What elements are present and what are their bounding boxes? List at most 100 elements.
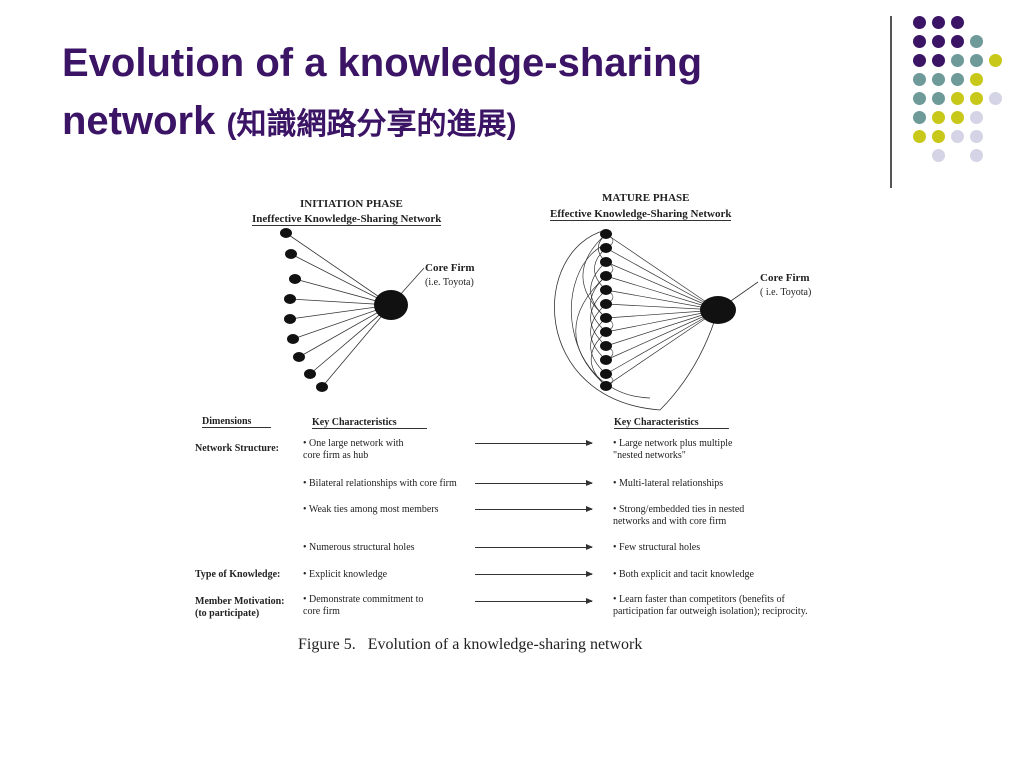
right-nested-arc bbox=[575, 275, 607, 387]
row-dimension: Member Motivation: (to participate) bbox=[195, 596, 285, 619]
right-tie bbox=[605, 233, 719, 311]
right-member-node bbox=[600, 313, 612, 323]
title-zh: (知識網路分享的進展) bbox=[226, 108, 517, 141]
right-member-node bbox=[600, 299, 612, 309]
right-nested-arc bbox=[590, 289, 607, 347]
row-arrow bbox=[475, 544, 593, 550]
right-tie bbox=[605, 309, 719, 387]
left-member-node bbox=[287, 334, 299, 344]
decor-dot bbox=[970, 54, 983, 67]
right-tie bbox=[605, 309, 719, 375]
row-right-text: • Strong/embedded ties in nested network… bbox=[613, 504, 745, 527]
decor-dot bbox=[970, 149, 983, 162]
row-left-text: • Bilateral relationships with core firm bbox=[303, 478, 457, 489]
right-member-node bbox=[600, 355, 612, 365]
decor-dot bbox=[913, 130, 926, 143]
decor-dot bbox=[970, 92, 983, 105]
row-arrow bbox=[475, 506, 593, 512]
right-nested-arc bbox=[594, 247, 607, 291]
right-tie bbox=[605, 309, 719, 347]
right-outer-arc bbox=[571, 243, 651, 399]
left-member-node bbox=[289, 274, 301, 284]
row-right-text: • Multi-lateral relationships bbox=[613, 478, 724, 489]
left-phase-subtitle: Ineffective Knowledge-Sharing Network bbox=[252, 213, 442, 226]
decor-dot bbox=[913, 73, 926, 86]
right-tie bbox=[605, 247, 719, 311]
row-right-text: • Few structural holes bbox=[613, 542, 701, 553]
decor-dot bbox=[970, 35, 983, 48]
decor-dot bbox=[951, 92, 964, 105]
decor-dot bbox=[951, 111, 964, 124]
right-hub-node bbox=[700, 296, 736, 324]
decor-dot bbox=[970, 130, 983, 143]
decor-dot bbox=[913, 92, 926, 105]
right-network-diagram bbox=[554, 229, 759, 411]
left-hub-sub: (i.e. Toyota) bbox=[425, 277, 474, 288]
left-hub-label: Core Firm bbox=[425, 262, 475, 274]
left-tie bbox=[321, 304, 392, 388]
figure-5: INITIATION PHASE Ineffective Knowledge-S… bbox=[180, 150, 840, 660]
right-tie bbox=[605, 309, 719, 361]
left-tie bbox=[290, 253, 392, 306]
decor-dot bbox=[913, 54, 926, 67]
row-left-text: • Weak ties among most members bbox=[303, 504, 439, 515]
row-left-text: • Demonstrate commitment to core firm bbox=[303, 594, 424, 617]
right-member-node bbox=[600, 229, 612, 239]
right-tie bbox=[605, 289, 719, 311]
right-phase-title: MATURE PHASE bbox=[602, 192, 690, 204]
left-network-diagram bbox=[280, 228, 425, 392]
right-outer-arc bbox=[554, 229, 719, 411]
left-member-node bbox=[316, 382, 328, 392]
left-member-node bbox=[285, 249, 297, 259]
table-header-dimensions: Dimensions bbox=[202, 416, 272, 428]
decor-dot bbox=[932, 73, 945, 86]
left-member-node bbox=[280, 228, 292, 238]
decor-dot bbox=[913, 35, 926, 48]
right-member-node bbox=[600, 369, 612, 379]
decor-dot bbox=[932, 16, 945, 29]
decor-dot bbox=[913, 16, 926, 29]
left-hub-node bbox=[374, 290, 408, 320]
decor-dot bbox=[951, 73, 964, 86]
right-nested-arc bbox=[590, 317, 607, 375]
decor-dot bbox=[932, 35, 945, 48]
row-arrow bbox=[475, 571, 593, 577]
left-tie bbox=[292, 304, 392, 340]
figure-caption: Figure 5. Evolution of a knowledge-shari… bbox=[298, 636, 643, 653]
left-tie bbox=[285, 232, 392, 306]
left-tie bbox=[298, 304, 392, 358]
decor-dot bbox=[932, 111, 945, 124]
decor-dot bbox=[913, 111, 926, 124]
row-right-text: • Large network plus multiple "nested ne… bbox=[613, 438, 733, 461]
left-phase-title: INITIATION PHASE bbox=[300, 198, 403, 210]
left-member-node bbox=[293, 352, 305, 362]
decor-dot bbox=[932, 54, 945, 67]
table-header-right: Key Characteristics bbox=[614, 417, 729, 429]
decor-dot bbox=[970, 73, 983, 86]
right-member-node bbox=[600, 381, 612, 391]
row-arrow bbox=[475, 480, 593, 486]
right-member-node bbox=[600, 285, 612, 295]
right-nested-arc bbox=[590, 303, 607, 361]
decor-dot bbox=[932, 130, 945, 143]
row-left-text: • Numerous structural holes bbox=[303, 542, 415, 553]
decor-dot bbox=[970, 111, 983, 124]
title-en: Evolution of a knowledge-sharing network bbox=[62, 41, 703, 143]
right-hub-sub: ( i.e. Toyota) bbox=[760, 287, 812, 298]
decor-dot bbox=[951, 54, 964, 67]
right-tie bbox=[605, 303, 719, 311]
decor-dot bbox=[951, 35, 964, 48]
right-tie bbox=[605, 275, 719, 311]
right-phase-subtitle: Effective Knowledge-Sharing Network bbox=[550, 208, 732, 221]
decor-dot bbox=[951, 130, 964, 143]
decor-dot bbox=[951, 16, 964, 29]
decor-dot bbox=[932, 92, 945, 105]
row-left-text: • Explicit knowledge bbox=[303, 569, 388, 580]
decor-dot bbox=[989, 54, 1002, 67]
row-dimension: Type of Knowledge: bbox=[195, 569, 281, 580]
left-tie bbox=[289, 304, 392, 320]
right-member-node bbox=[600, 271, 612, 281]
row-dimension: Network Structure: bbox=[195, 443, 279, 454]
right-tie bbox=[605, 309, 719, 333]
left-member-node bbox=[284, 314, 296, 324]
